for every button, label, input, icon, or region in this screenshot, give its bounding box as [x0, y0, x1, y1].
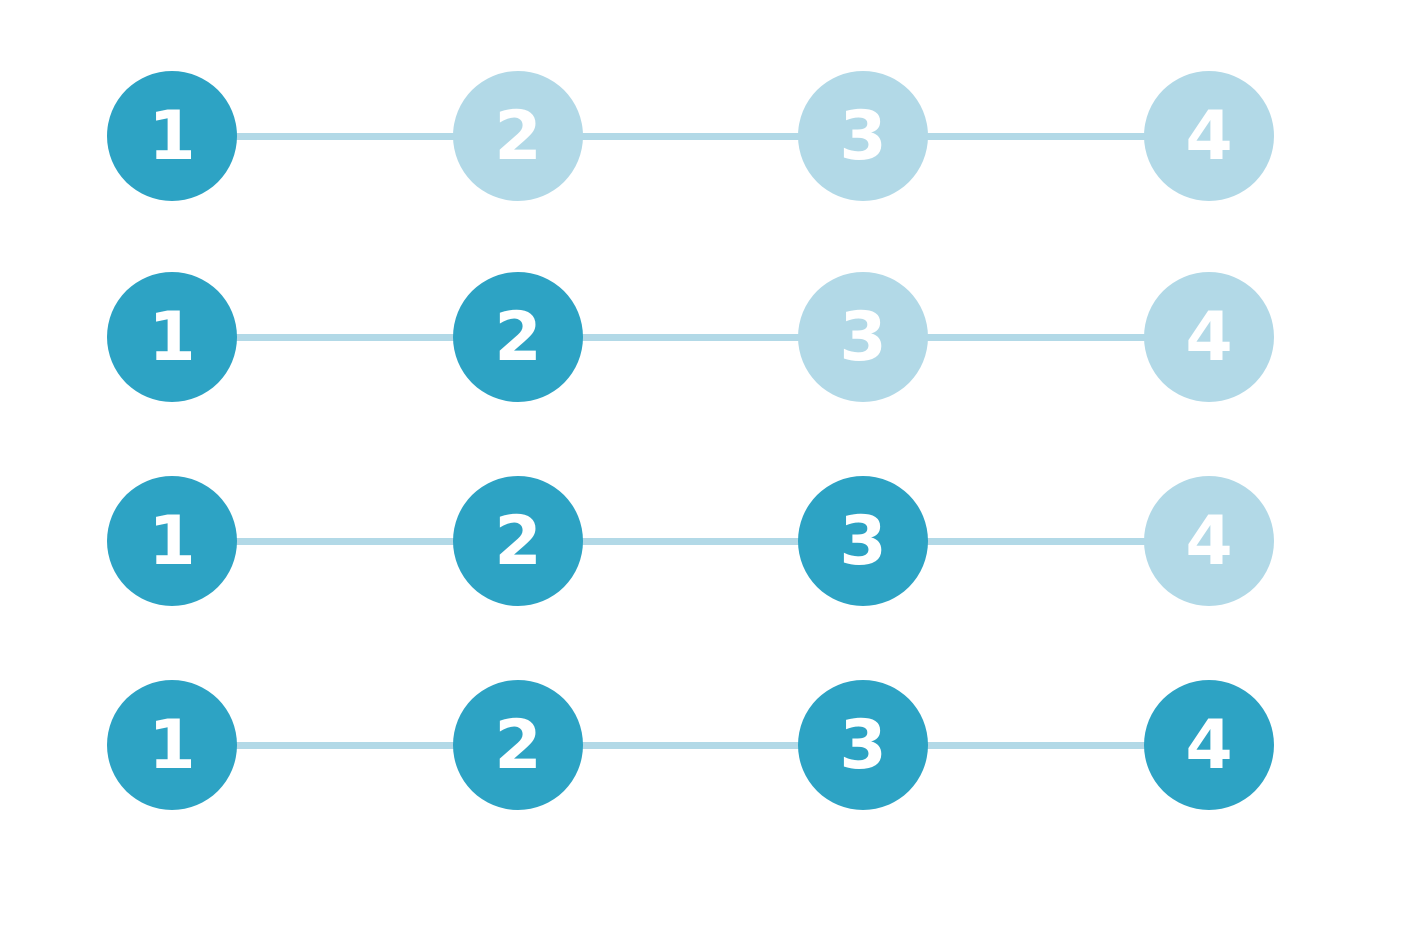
step-number: 2 — [494, 706, 542, 785]
step-circle-3[interactable]: 3 — [798, 476, 928, 606]
step-connector — [926, 538, 1146, 545]
step-circle-3[interactable]: 3 — [798, 272, 928, 402]
step-number: 3 — [839, 97, 887, 176]
step-number: 4 — [1185, 502, 1233, 581]
step-connector — [235, 538, 455, 545]
step-number: 3 — [839, 706, 887, 785]
step-number: 1 — [148, 502, 196, 581]
step-number: 4 — [1185, 706, 1233, 785]
stepper-row-1: 1 2 3 4 — [0, 71, 1406, 203]
step-number: 1 — [148, 706, 196, 785]
step-connector — [235, 334, 455, 341]
stepper-row-2: 1 2 3 4 — [0, 272, 1406, 404]
step-connector — [581, 538, 800, 545]
step-connector — [926, 133, 1146, 140]
step-circle-2[interactable]: 2 — [453, 680, 583, 810]
step-circle-2[interactable]: 2 — [453, 272, 583, 402]
step-connector — [581, 334, 800, 341]
step-number: 4 — [1185, 97, 1233, 176]
step-connector — [235, 133, 455, 140]
step-circle-2[interactable]: 2 — [453, 476, 583, 606]
step-number: 2 — [494, 502, 542, 581]
step-connector — [926, 334, 1146, 341]
step-number: 3 — [839, 502, 887, 581]
step-connector — [926, 742, 1146, 749]
step-number: 3 — [839, 298, 887, 377]
step-connector — [581, 133, 800, 140]
step-connector — [235, 742, 455, 749]
step-circle-4[interactable]: 4 — [1144, 71, 1274, 201]
step-circle-1[interactable]: 1 — [107, 476, 237, 606]
step-number: 2 — [494, 298, 542, 377]
step-circle-4[interactable]: 4 — [1144, 680, 1274, 810]
step-number: 1 — [148, 97, 196, 176]
stepper-row-4: 1 2 3 4 — [0, 680, 1406, 812]
stepper-row-3: 1 2 3 4 — [0, 476, 1406, 608]
step-number: 4 — [1185, 298, 1233, 377]
step-circle-1[interactable]: 1 — [107, 272, 237, 402]
step-connector — [581, 742, 800, 749]
step-circle-2[interactable]: 2 — [453, 71, 583, 201]
step-circle-3[interactable]: 3 — [798, 680, 928, 810]
step-circle-1[interactable]: 1 — [107, 71, 237, 201]
step-circle-4[interactable]: 4 — [1144, 272, 1274, 402]
step-number: 2 — [494, 97, 542, 176]
step-circle-4[interactable]: 4 — [1144, 476, 1274, 606]
step-circle-3[interactable]: 3 — [798, 71, 928, 201]
step-circle-1[interactable]: 1 — [107, 680, 237, 810]
step-number: 1 — [148, 298, 196, 377]
